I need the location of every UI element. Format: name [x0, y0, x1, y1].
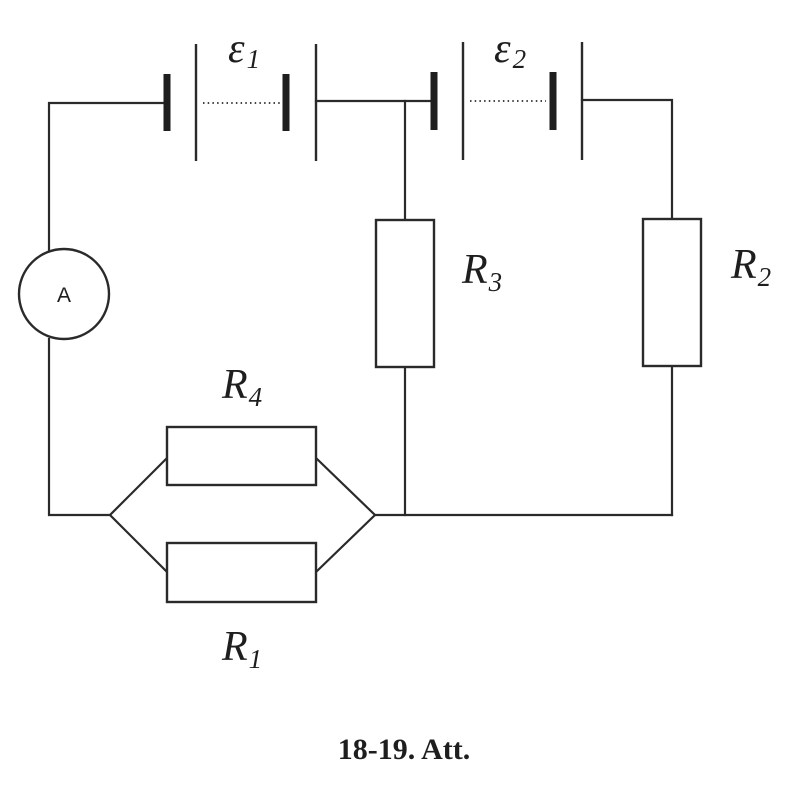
circuit-wires: [47, 98, 674, 574]
resistor-r2: [641, 217, 703, 368]
label-r1: R1: [221, 624, 262, 674]
wire-bridge-right: [314, 456, 377, 574]
label-r2: R2: [730, 242, 771, 292]
ammeter: A: [17, 247, 111, 341]
ammeter-circle: [17, 247, 111, 341]
wire-top-right: [580, 98, 674, 222]
resistor-r1: [165, 541, 318, 604]
battery-emf2: [430, 42, 584, 160]
battery-emf1: [163, 44, 318, 161]
label-emf2: ε2: [494, 26, 526, 74]
label-emf1: ε1: [228, 26, 260, 74]
wire-bottom-left: [47, 337, 112, 517]
resistor-r3: [374, 218, 436, 369]
label-r4: R4: [221, 362, 262, 412]
figure-caption: 18-19. Att.: [337, 733, 471, 766]
ammeter-label: A: [57, 284, 71, 307]
label-r3: R3: [461, 247, 502, 297]
resistor-r4: [165, 425, 318, 487]
wire-top-left: [47, 101, 168, 266]
wire-bridge-left: [108, 456, 169, 574]
